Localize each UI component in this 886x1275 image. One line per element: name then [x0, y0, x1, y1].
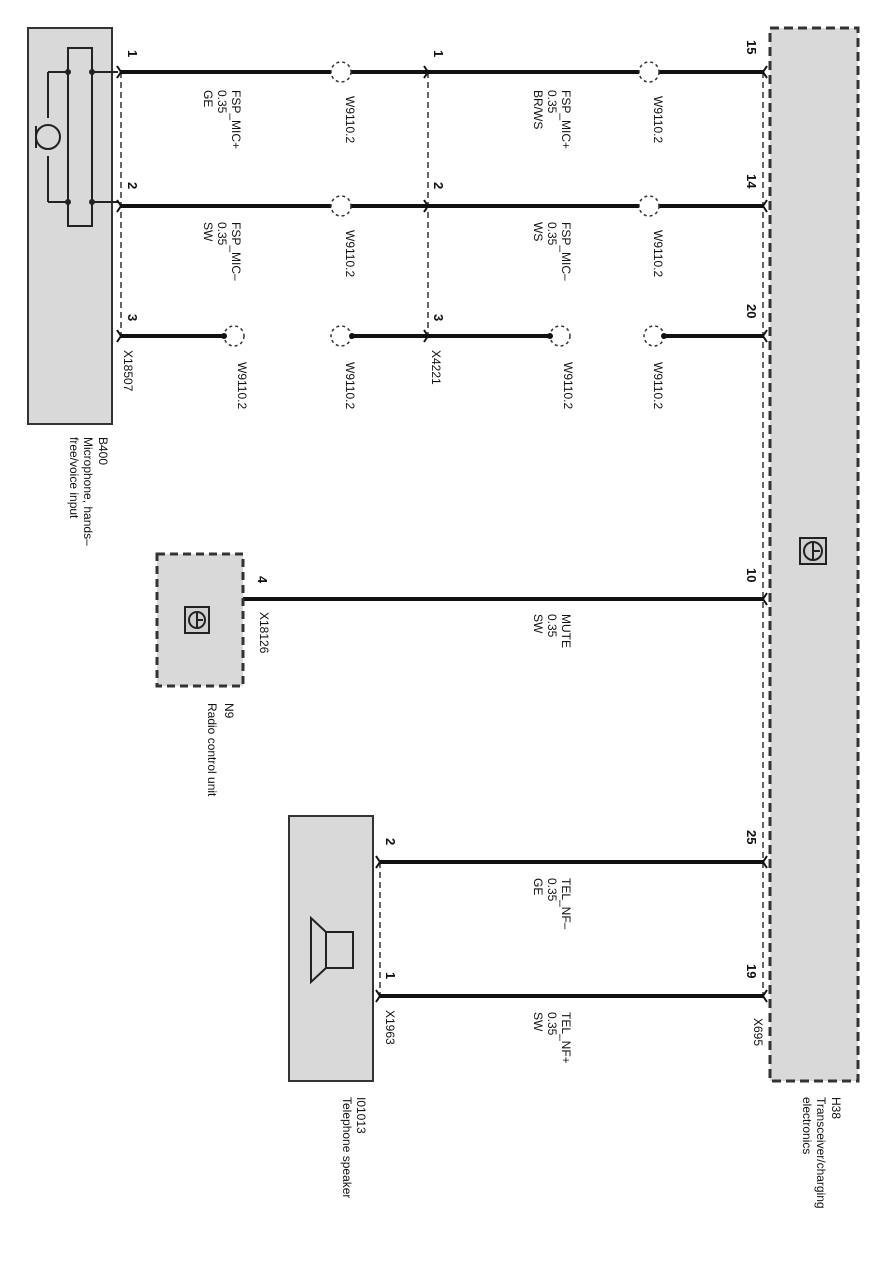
shield-label: W9110.2 — [235, 362, 249, 409]
pin-number: 14 — [744, 174, 759, 189]
wire-size: 0.35 — [545, 90, 559, 114]
b400-code: B400 — [96, 437, 110, 465]
pin-cap — [423, 199, 430, 213]
i01013-code: I01013 — [354, 1097, 368, 1134]
b400-name-line1: Microphone, hands– — [81, 437, 95, 546]
shield-marker — [330, 195, 352, 217]
h38-code: H38 — [829, 1097, 843, 1119]
i01013-name: Telephone speaker — [340, 1097, 354, 1198]
wire-color: SW — [531, 1012, 545, 1032]
wire-signal: MUTE — [559, 614, 573, 648]
shield-label: W9110.2 — [651, 96, 665, 143]
h38-icon — [799, 537, 827, 565]
h38-name-line2: electronics — [800, 1097, 814, 1154]
shield-label: W9110.2 — [651, 362, 665, 409]
pin-number: 2 — [383, 838, 398, 845]
wire-signal: FSP_MIC– — [229, 222, 243, 281]
wire-color: GE — [201, 90, 215, 107]
shield-label: W9110.2 — [651, 230, 665, 277]
wire-size: 0.35 — [215, 222, 229, 246]
n9-code: N9 — [222, 703, 236, 719]
pin-cap — [375, 989, 382, 1003]
pin-number: 10 — [744, 568, 759, 582]
pin-number: 1 — [431, 50, 446, 57]
pin-number: 15 — [744, 40, 759, 54]
speaker-icon — [310, 915, 354, 985]
pin-cap — [761, 592, 768, 606]
shield-label: W9110.2 — [343, 230, 357, 277]
pin-cap — [423, 65, 430, 79]
pin-number: 2 — [431, 182, 446, 189]
pin-cap — [116, 329, 123, 343]
h38-name-line1: Transceiver/charging — [814, 1097, 828, 1209]
wire-size: 0.35 — [545, 878, 559, 902]
i01013-box — [288, 815, 374, 1082]
pin-number: 19 — [744, 964, 759, 978]
shield-end-dot — [221, 333, 227, 339]
wire-signal: FSP_MIC– — [559, 222, 573, 281]
pin-number: 25 — [744, 830, 759, 844]
pin-cap — [375, 855, 382, 869]
pin-cap — [761, 855, 768, 869]
pin-number: 2 — [125, 182, 140, 189]
pin-cap — [761, 65, 768, 79]
shield-marker — [638, 61, 660, 83]
pin-number: 20 — [744, 304, 759, 318]
wire-color: WS — [531, 222, 545, 241]
shield-marker — [638, 195, 660, 217]
shield-marker — [330, 61, 352, 83]
wire-size: 0.35 — [545, 222, 559, 246]
wire-signal: TEL_NF– — [559, 878, 573, 930]
wire-size: 0.35 — [545, 1012, 559, 1036]
b400-name-line2: free/voice input — [67, 437, 81, 519]
shield-label: W9110.2 — [343, 96, 357, 143]
wire-size: 0.35 — [215, 90, 229, 114]
x1963-connector-label: X1963 — [383, 1010, 397, 1045]
pin-number: 1 — [125, 50, 140, 57]
pin-cap — [761, 329, 768, 343]
shield-label: W9110.2 — [343, 362, 357, 409]
wire-signal: FSP_MIC+ — [229, 90, 243, 149]
pin-number: 3 — [431, 314, 446, 321]
pin-cap — [761, 199, 768, 213]
wire-color: SW — [531, 614, 545, 634]
wire-color: GE — [531, 878, 545, 895]
pin-cap — [423, 329, 430, 343]
wire-size: 0.35 — [545, 614, 559, 638]
b400-connector-label: X18507 — [121, 350, 135, 392]
pin-number: 4 — [255, 576, 270, 584]
shield-end-dot — [547, 333, 553, 339]
pin-cap — [116, 65, 123, 79]
shield-marker — [330, 325, 352, 347]
pin-number: 1 — [383, 972, 398, 979]
n9-connector-label: X18126 — [257, 612, 271, 654]
wire-color: SW — [201, 222, 215, 242]
h38-connector-label: X695 — [751, 1018, 765, 1046]
wire-signal: TEL_NF+ — [559, 1012, 573, 1064]
shield-label: W9110.2 — [561, 362, 575, 409]
shield-end-dot — [349, 333, 355, 339]
microphone-icon — [35, 47, 118, 227]
pin-cap — [116, 199, 123, 213]
n9-icon — [184, 606, 210, 634]
x4221-connector-label: X4221 — [429, 350, 443, 385]
n9-name: Radio control unit — [205, 703, 219, 797]
wire-signal: FSP_MIC+ — [559, 90, 573, 149]
pin-number: 3 — [125, 314, 140, 321]
wire-color: BR/WS — [531, 90, 545, 129]
pin-cap — [761, 989, 768, 1003]
shield-end-dot — [661, 333, 667, 339]
